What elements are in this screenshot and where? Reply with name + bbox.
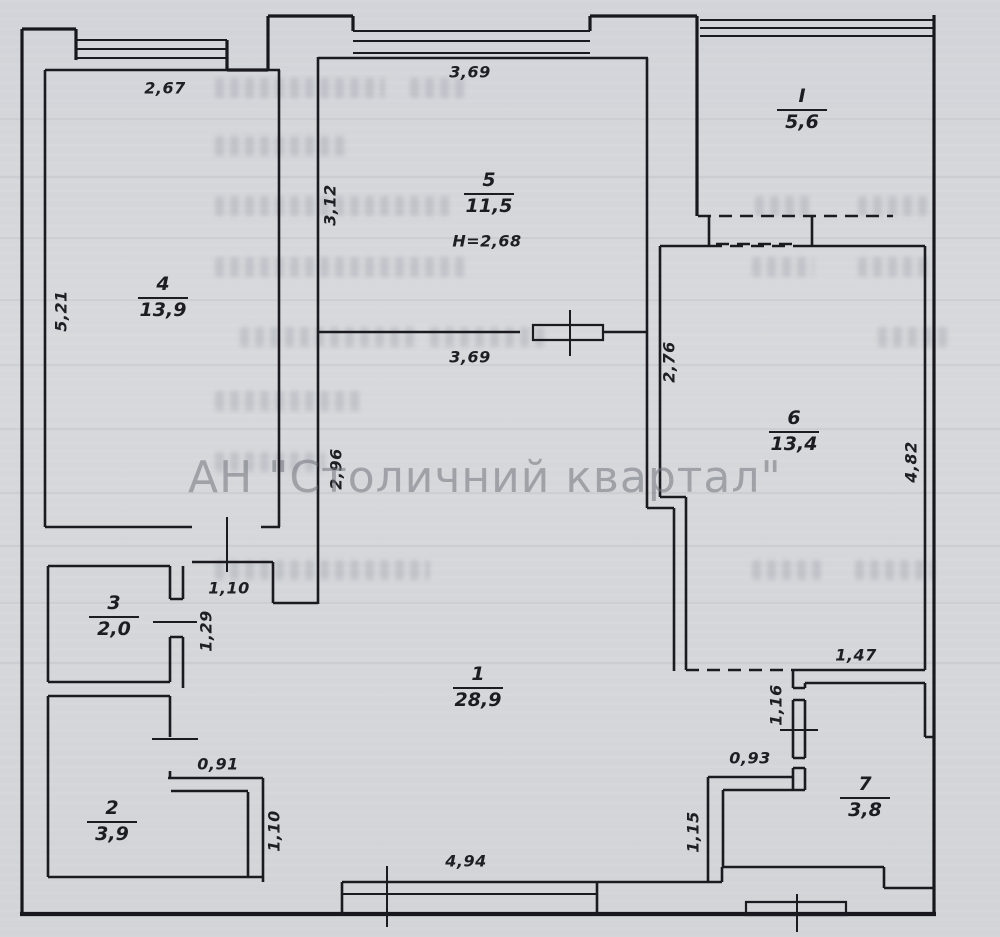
bleedthrough-text [410,78,465,98]
bleedthrough-rule [0,118,1000,120]
agency-watermark: АН "Столичний квартал" [188,452,782,503]
bleedthrough-text [752,257,814,277]
bleedthrough-rule [0,364,1000,366]
dashed-walls [686,214,893,672]
dim-storage-side: 1,10 [264,810,284,852]
room-area: 5,6 [785,110,819,133]
bleedthrough-rule [0,662,1000,664]
bleedthrough-rule [0,428,1000,430]
dimension-ticks [152,310,818,932]
bleedthrough-text [858,196,928,216]
door-frames [531,323,848,917]
room-area: 28,9 [454,688,502,711]
room-area: 13,4 [770,432,818,455]
dim-room6-left-height: 2,76 [659,341,679,383]
room-label-7: 7 3,8 [840,773,890,823]
bleedthrough-text [755,196,815,216]
dim-room6-right-height: 4,82 [901,441,921,483]
room-number: 3 [89,592,139,618]
dim-room4-width: 2,67 [144,78,186,98]
room-label-loggia: I 5,6 [777,85,827,135]
room-label-6: 6 13,4 [769,407,819,457]
room-area: 3,9 [95,822,129,845]
interior-walls [43,56,934,914]
room-number: I [777,85,827,111]
bleedthrough-text [215,391,365,411]
room-area: 2,0 [97,617,131,640]
dim-room4-height: 5,21 [51,290,71,332]
room-number: 2 [87,797,137,823]
bleedthrough-rule [0,492,1000,494]
bleedthrough-rule [0,602,1000,604]
room-area: 3,8 [848,798,882,821]
dim-storage-opening: 0,91 [197,754,239,774]
bleedthrough-text [878,327,950,347]
dim-room4-door: 1,10 [208,578,250,598]
bleedthrough-text [752,560,822,580]
bleedthrough-rule [0,176,1000,178]
bleedthrough-text [215,78,385,98]
room-label-4: 4 13,9 [138,273,188,323]
dim-room5-width-top: 3,69 [449,62,491,82]
room-label-3: 3 2,0 [89,592,139,642]
room-label-5: 5 11,5 [464,169,514,219]
dim-room6-bottom: 1,47 [835,645,877,665]
room-number: 7 [840,773,890,799]
room-number: 4 [138,273,188,299]
bleedthrough-text [215,452,325,472]
ceiling-height-note: H=2,68 [452,231,522,251]
dim-wc-wall-height: 1,15 [683,811,703,853]
dim-passage-height: 1,16 [766,684,786,726]
room-label-1: 1 28,9 [453,663,503,713]
room-area: 13,9 [139,298,187,321]
bleedthrough-text [215,560,430,580]
room-number: 5 [464,169,514,195]
bleedthrough-text [858,257,930,277]
bleedthrough-rule [0,545,1000,547]
dim-room5-height: 3,12 [320,184,340,226]
bleedthrough-rule [0,237,1000,239]
dim-hall-width: 1,29 [196,610,216,652]
bleedthrough-text [855,560,935,580]
dim-room5-width-bottom: 3,69 [449,347,491,367]
windows [76,19,933,895]
dim-wc-wall-width: 0,93 [729,748,771,768]
bleedthrough-rule [0,299,1000,301]
room-number: 6 [769,407,819,433]
room-label-2: 2 3,9 [87,797,137,847]
bleedthrough-text [215,196,450,216]
room-area: 11,5 [465,194,513,217]
room-number: 1 [453,663,503,689]
dim-window-width: 4,94 [445,851,487,871]
